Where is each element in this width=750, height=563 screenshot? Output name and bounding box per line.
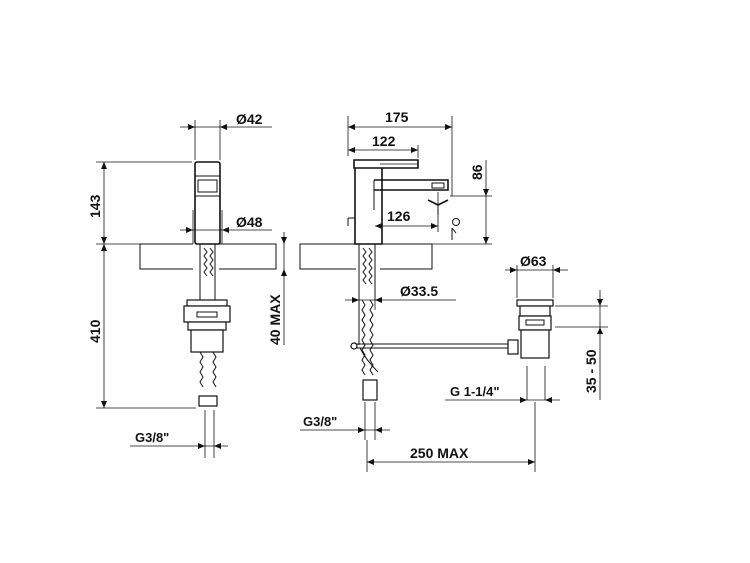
side-spout-label: 126 — [387, 208, 411, 224]
side-spout-height-label: 86 — [469, 164, 485, 180]
side-shank-label: Ø33.5 — [400, 283, 438, 299]
side-dimensions — [300, 116, 536, 472]
side-thread-label: G3/8" — [303, 414, 337, 429]
front-thread-label: G3/8" — [135, 430, 169, 445]
waste-dimensions — [445, 265, 608, 403]
countertop-side — [299, 243, 433, 270]
side-waste-run-label: 250 MAX — [410, 445, 469, 461]
front-dimensions — [96, 120, 287, 458]
front-dia-top-label: Ø42 — [236, 111, 263, 127]
waste-dia-label: Ø63 — [520, 253, 547, 269]
front-height-label: 143 — [87, 194, 103, 218]
waste-assembly — [516, 299, 554, 400]
water-flow-icon — [427, 199, 460, 240]
side-view-faucet — [347, 159, 519, 401]
side-lever-label: 122 — [372, 133, 396, 149]
waste-thread-label: G 1-1/4" — [450, 384, 500, 399]
front-total-label: 410 — [87, 319, 103, 343]
front-thickness-label: 40 MAX — [267, 294, 283, 345]
side-overall-label: 175 — [385, 109, 409, 125]
countertop-front — [139, 243, 277, 270]
front-view-faucet — [183, 161, 231, 407]
waste-adjust-label: 35 - 50 — [583, 349, 599, 393]
front-dia-base-label: Ø48 — [236, 214, 263, 230]
